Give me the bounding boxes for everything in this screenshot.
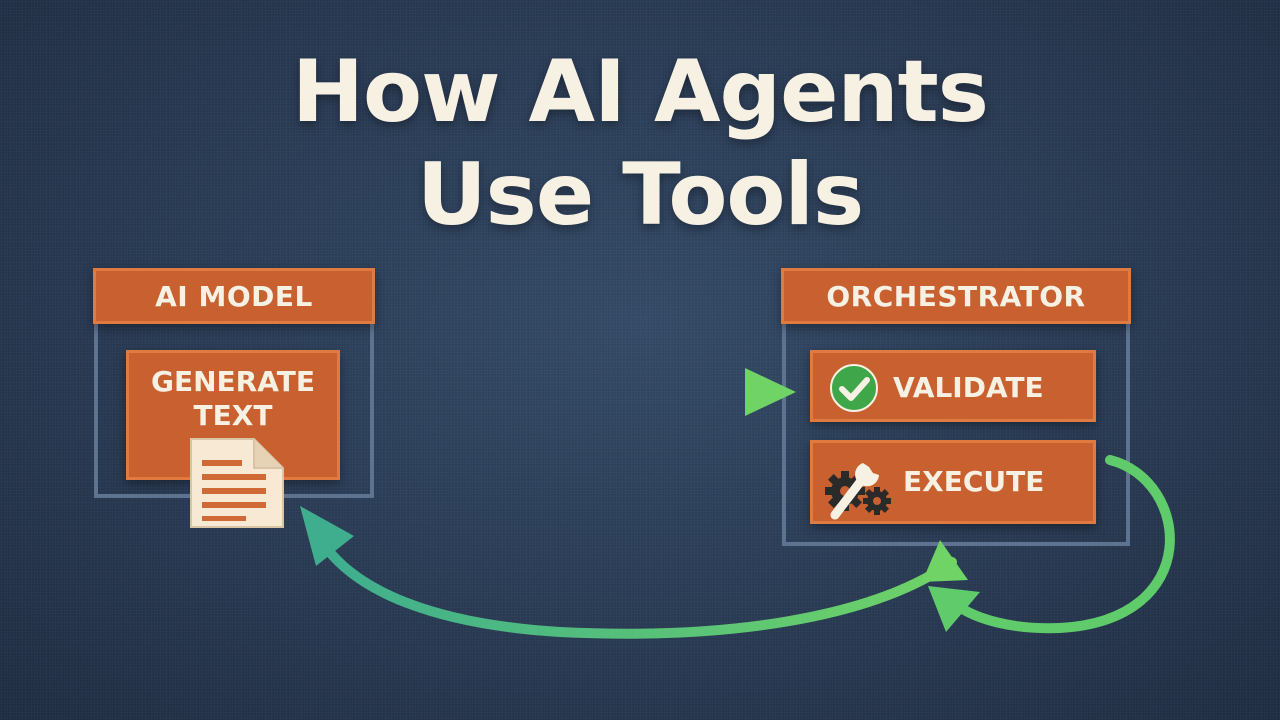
document-icon xyxy=(188,436,286,530)
execute-box: EXECUTE xyxy=(810,440,1096,524)
arrow-generate-to-validate xyxy=(355,368,796,416)
validate-label: VALIDATE xyxy=(893,371,1044,404)
arrow-orchestrator-to-ai-model xyxy=(300,506,968,639)
orchestrator-frame xyxy=(782,322,1130,546)
page-title-line-1: How AI Agents xyxy=(292,42,989,142)
ai-model-header: AI MODEL xyxy=(93,268,375,324)
check-circle-icon xyxy=(829,363,879,413)
wrench-gear-icon xyxy=(823,449,897,523)
execute-label: EXECUTE xyxy=(903,465,1045,498)
page-title-line-2: Use Tools xyxy=(416,145,864,245)
generate-text-line-2: TEXT xyxy=(193,399,273,432)
orchestrator-header: ORCHESTRATOR xyxy=(781,268,1131,324)
ai-model-header-label: AI MODEL xyxy=(155,279,313,313)
validate-box: VALIDATE xyxy=(810,350,1096,422)
arrow-execute-loop xyxy=(928,455,1175,634)
generate-text-line-1: GENERATE xyxy=(151,365,315,398)
generate-text-box: GENERATE TEXT xyxy=(126,350,340,480)
orchestrator-header-label: ORCHESTRATOR xyxy=(826,279,1086,313)
